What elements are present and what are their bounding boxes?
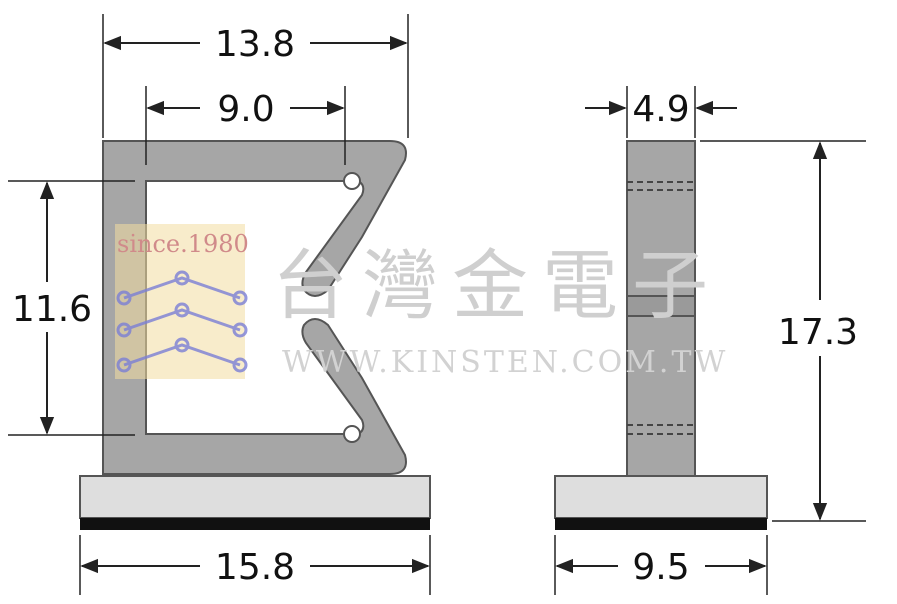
- side-base: [554, 475, 768, 519]
- front-clip-body: [102, 140, 407, 475]
- watermark-company: 台灣金電子: [272, 241, 722, 330]
- front-base: [79, 475, 431, 519]
- dim-inner-height: 11.6: [8, 180, 135, 436]
- side-adhesive-tape: [555, 518, 767, 530]
- dim-total-height: 17.3: [700, 140, 866, 522]
- dim-top-inner-width: 9.0: [145, 86, 346, 165]
- dim-label-base-width-side: 9.5: [632, 547, 689, 588]
- upper-pin-hole: [343, 172, 361, 190]
- front-adhesive-tape: [80, 518, 430, 530]
- watermark: since.1980 台灣金電子 WWW.KINSTEN.COM.TW: [115, 224, 728, 380]
- watermark-website: WWW.KINSTEN.COM.TW: [282, 345, 728, 380]
- dim-base-width-side: 9.5: [554, 535, 768, 595]
- lower-pin-hole: [343, 425, 361, 443]
- dim-label-base-width-front: 15.8: [215, 547, 295, 588]
- dim-label-top-outer-width: 13.8: [215, 24, 295, 65]
- logo-circuit-icon: [116, 270, 248, 373]
- dim-top-outer-width: 13.8: [102, 14, 409, 138]
- dim-label-top-inner-width: 9.0: [217, 89, 274, 130]
- side-view: [554, 140, 768, 530]
- front-view: [79, 140, 431, 530]
- logo-yellow-block: [115, 224, 245, 379]
- dim-label-side-thickness: 4.9: [632, 89, 689, 130]
- side-center-slot: [626, 295, 696, 317]
- watermark-since: since.1980: [117, 230, 249, 258]
- dim-label-inner-height: 11.6: [12, 289, 92, 330]
- dim-label-total-height: 17.3: [778, 312, 858, 353]
- dim-side-thickness: 4.9: [585, 86, 737, 138]
- dim-base-width-front: 15.8: [79, 535, 431, 595]
